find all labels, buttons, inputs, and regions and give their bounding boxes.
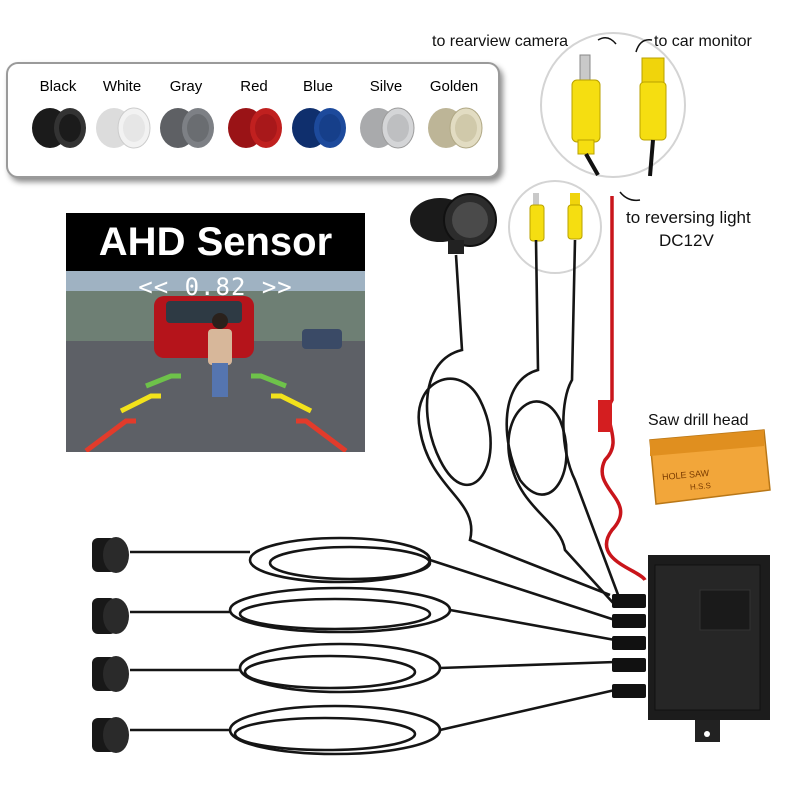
color-label: Red: [240, 78, 268, 95]
buzzer-speaker: [410, 193, 497, 254]
rca-plug-monitor: [639, 57, 667, 177]
sensor-swatch-icon: [160, 108, 214, 148]
color-option-black: Black: [26, 64, 90, 174]
camera-scene: [66, 271, 365, 452]
color-option-golden: Golden: [422, 64, 486, 174]
color-label: Blue: [302, 78, 334, 95]
label-car-monitor: to car monitor: [654, 33, 752, 50]
sensor-swatch-icon: [96, 107, 151, 149]
power-wire: [600, 196, 647, 582]
label-dc-voltage: DC12V: [659, 231, 714, 250]
sensor-swatch-icon: [32, 108, 86, 148]
sensor-swatch-icon: [292, 108, 346, 148]
color-label: White: [102, 78, 142, 95]
sensor-swatch-icon: [228, 108, 282, 148]
ahd-camera-preview: AHD Sensor << 0.82 >>: [66, 213, 365, 452]
color-option-gray: Gray: [154, 64, 218, 174]
ahd-title: AHD Sensor: [66, 213, 365, 271]
saw-box: [649, 429, 771, 505]
label-rearview-camera: to rearview camera: [432, 33, 569, 50]
color-label: Black: [39, 78, 77, 95]
rca-pair-small: [529, 193, 583, 242]
saw-box-text-2: H.S.S: [689, 481, 712, 492]
label-saw-drill-head: Saw drill head: [648, 412, 749, 429]
parking-sensor: [92, 537, 129, 573]
color-label: Silve: [369, 78, 403, 95]
label-reversing-light: to reversing light: [626, 208, 751, 227]
color-option-blue: Blue: [286, 64, 350, 174]
parking-sensor: [92, 598, 129, 634]
sensor-swatch-icon: [428, 107, 483, 149]
color-option-white: White: [90, 64, 154, 174]
arrow-icon: [597, 37, 617, 45]
arrow-icon: [635, 39, 653, 53]
fuse-holder: [598, 400, 612, 432]
distance-readout: << 0.82 >>: [138, 273, 293, 301]
connectors: [612, 594, 646, 698]
color-option-red: Red: [222, 64, 286, 174]
parking-sensor: [92, 656, 129, 692]
parking-sensor: [92, 717, 129, 753]
control-box: [648, 555, 770, 742]
sensor-swatch-icon: [360, 107, 415, 149]
color-label: Gray: [169, 78, 203, 95]
color-option-silver: Silve: [354, 64, 418, 174]
rca-zoom-circle-small: [508, 180, 602, 274]
cable-coils: [130, 239, 622, 756]
color-options-panel: Black White Gray Red Blue Silve Golden: [6, 62, 500, 178]
arrow-icon: [619, 191, 641, 202]
rca-plug-camera: [571, 54, 601, 176]
color-label: Golden: [429, 78, 479, 95]
